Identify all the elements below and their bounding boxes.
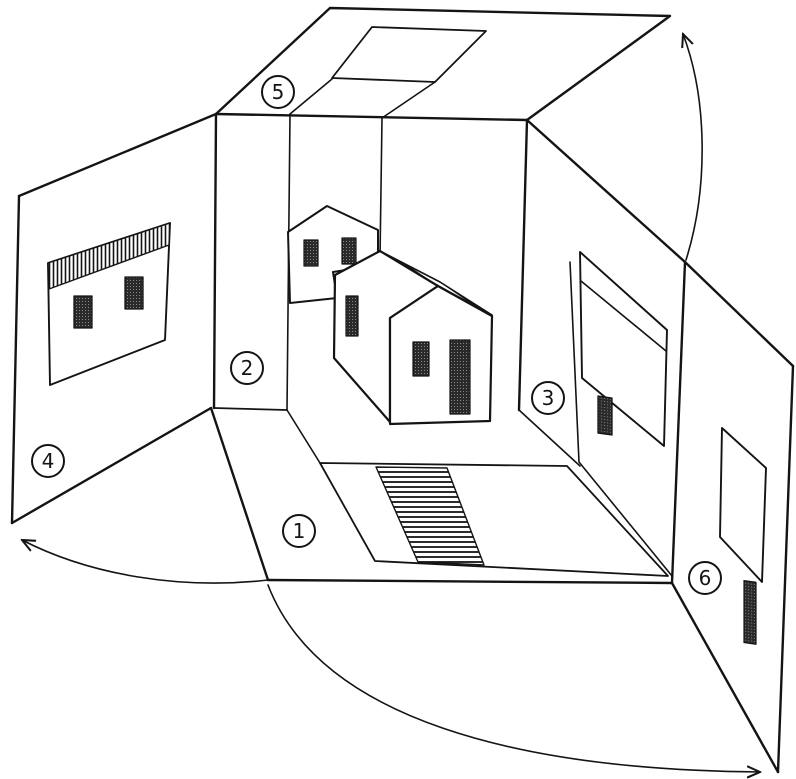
panel-label-1: 1	[283, 515, 315, 547]
back-house-window	[304, 240, 318, 266]
outer-wall-window	[744, 581, 756, 645]
svg-text:4: 4	[42, 449, 55, 473]
floor-crosswalk	[376, 467, 484, 565]
panel-label-5: 5	[262, 76, 294, 108]
left-wall-roof-band	[48, 223, 170, 289]
front-house-side-window	[346, 296, 358, 336]
fold-arrow-to-panel-5	[683, 34, 702, 260]
floor-slab	[320, 463, 668, 576]
right-wall-window	[598, 396, 612, 435]
panel-6-outer-right-wall	[672, 262, 793, 772]
building-model	[288, 206, 492, 424]
svg-text:1: 1	[293, 519, 306, 543]
panel-3-right-wall	[527, 120, 685, 583]
svg-text:6: 6	[699, 566, 712, 590]
svg-text:3: 3	[542, 386, 555, 410]
fold-arrow-to-panel-4	[22, 540, 268, 583]
left-wall-window	[125, 277, 143, 309]
ceiling-skylight	[332, 27, 486, 82]
panel-label-3: 3	[532, 382, 564, 414]
back-house-window	[342, 238, 356, 264]
panel-label-6: 6	[689, 562, 721, 594]
front-house-door	[450, 340, 470, 414]
fold-arrow-to-panel-6	[268, 585, 760, 772]
front-house	[334, 251, 492, 424]
right-wall-building-elevation	[580, 252, 667, 446]
svg-text:5: 5	[272, 80, 285, 104]
panel-label-2: 2	[231, 352, 263, 384]
front-house-window	[413, 342, 429, 376]
left-wall-window	[74, 296, 92, 328]
svg-text:2: 2	[241, 356, 254, 380]
outer-wall-panel	[720, 428, 766, 582]
panel-label-4: 4	[32, 445, 64, 477]
